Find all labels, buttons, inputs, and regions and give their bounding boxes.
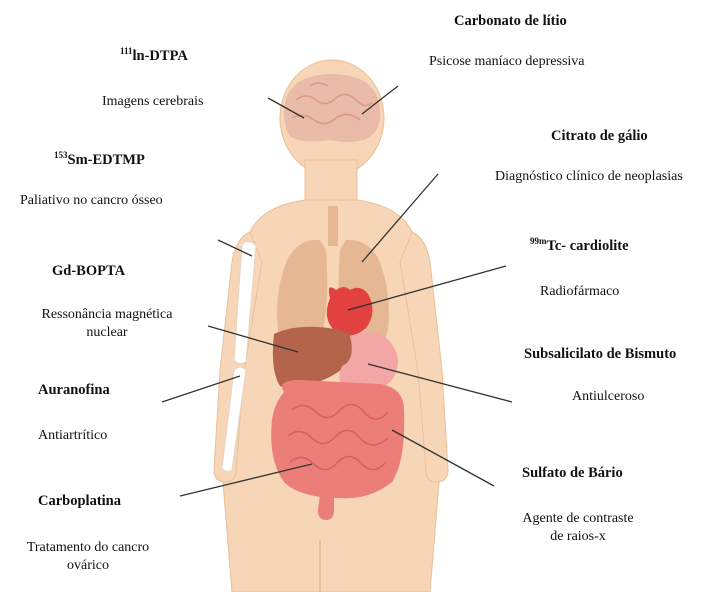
rectum <box>318 494 334 520</box>
label-bario-use-line2: de raios-x <box>500 528 656 546</box>
label-citrato-galio-use: Diagnóstico clínico de neoplasias <box>495 168 683 186</box>
label-tc-cardiolite-use: Radiofármaco <box>540 283 619 301</box>
isotope-superscript: 111 <box>120 46 133 56</box>
label-bario-title: Sulfato de Bário <box>522 464 623 482</box>
label-gd-bopta-use-line2: nuclear <box>16 324 198 342</box>
compound-name: Tc- cardiolite <box>547 238 629 254</box>
label-gd-bopta-use-line1: Ressonância magnética <box>16 306 198 324</box>
label-carbonato-litio-title: Carbonato de lítio <box>454 12 567 30</box>
compound-name: Sm-EDTMP <box>68 152 145 168</box>
label-carbonato-litio-use: Psicose maníaco depressiva <box>429 53 585 71</box>
label-in-dtpa-title: 111ln-DTPA <box>120 47 188 65</box>
label-sm-edtmp-use: Paliativo no cancro ósseo <box>20 192 163 210</box>
label-sm-edtmp-title: 153Sm-EDTMP <box>54 151 145 169</box>
isotope-superscript: 153 <box>54 150 68 160</box>
brain <box>284 74 380 142</box>
label-carboplatina-use-line2: ovárico <box>6 557 170 575</box>
label-tc-cardiolite-title: 99mTc- cardiolite <box>530 237 629 255</box>
label-citrato-galio-title: Citrato de gálio <box>551 127 648 145</box>
compound-name: ln-DTPA <box>133 48 188 64</box>
label-carboplatina-use-line1: Tratamento do cancro <box>6 539 170 557</box>
label-bismuto-title: Subsalicilato de Bismuto <box>524 345 676 363</box>
label-gd-bopta-title: Gd-BOPTA <box>52 262 125 280</box>
label-bario-use: Agente de contraste de raios-x <box>500 510 656 546</box>
label-carboplatina-use: Tratamento do cancro ovárico <box>6 539 170 575</box>
label-carboplatina-title: Carboplatina <box>38 492 121 510</box>
label-gd-bopta-use: Ressonância magnética nuclear <box>16 306 198 342</box>
label-bismuto-use: Antiulceroso <box>572 388 644 406</box>
label-auranofina-title: Auranofina <box>38 381 110 399</box>
trachea <box>328 206 338 246</box>
heart <box>327 287 373 336</box>
label-auranofina-use: Antiartrítico <box>38 427 107 445</box>
intestines <box>271 380 404 498</box>
label-in-dtpa-use: Imagens cerebrais <box>102 93 203 111</box>
label-bario-use-line1: Agente de contraste <box>500 510 656 528</box>
isotope-superscript: 99m <box>530 236 547 246</box>
